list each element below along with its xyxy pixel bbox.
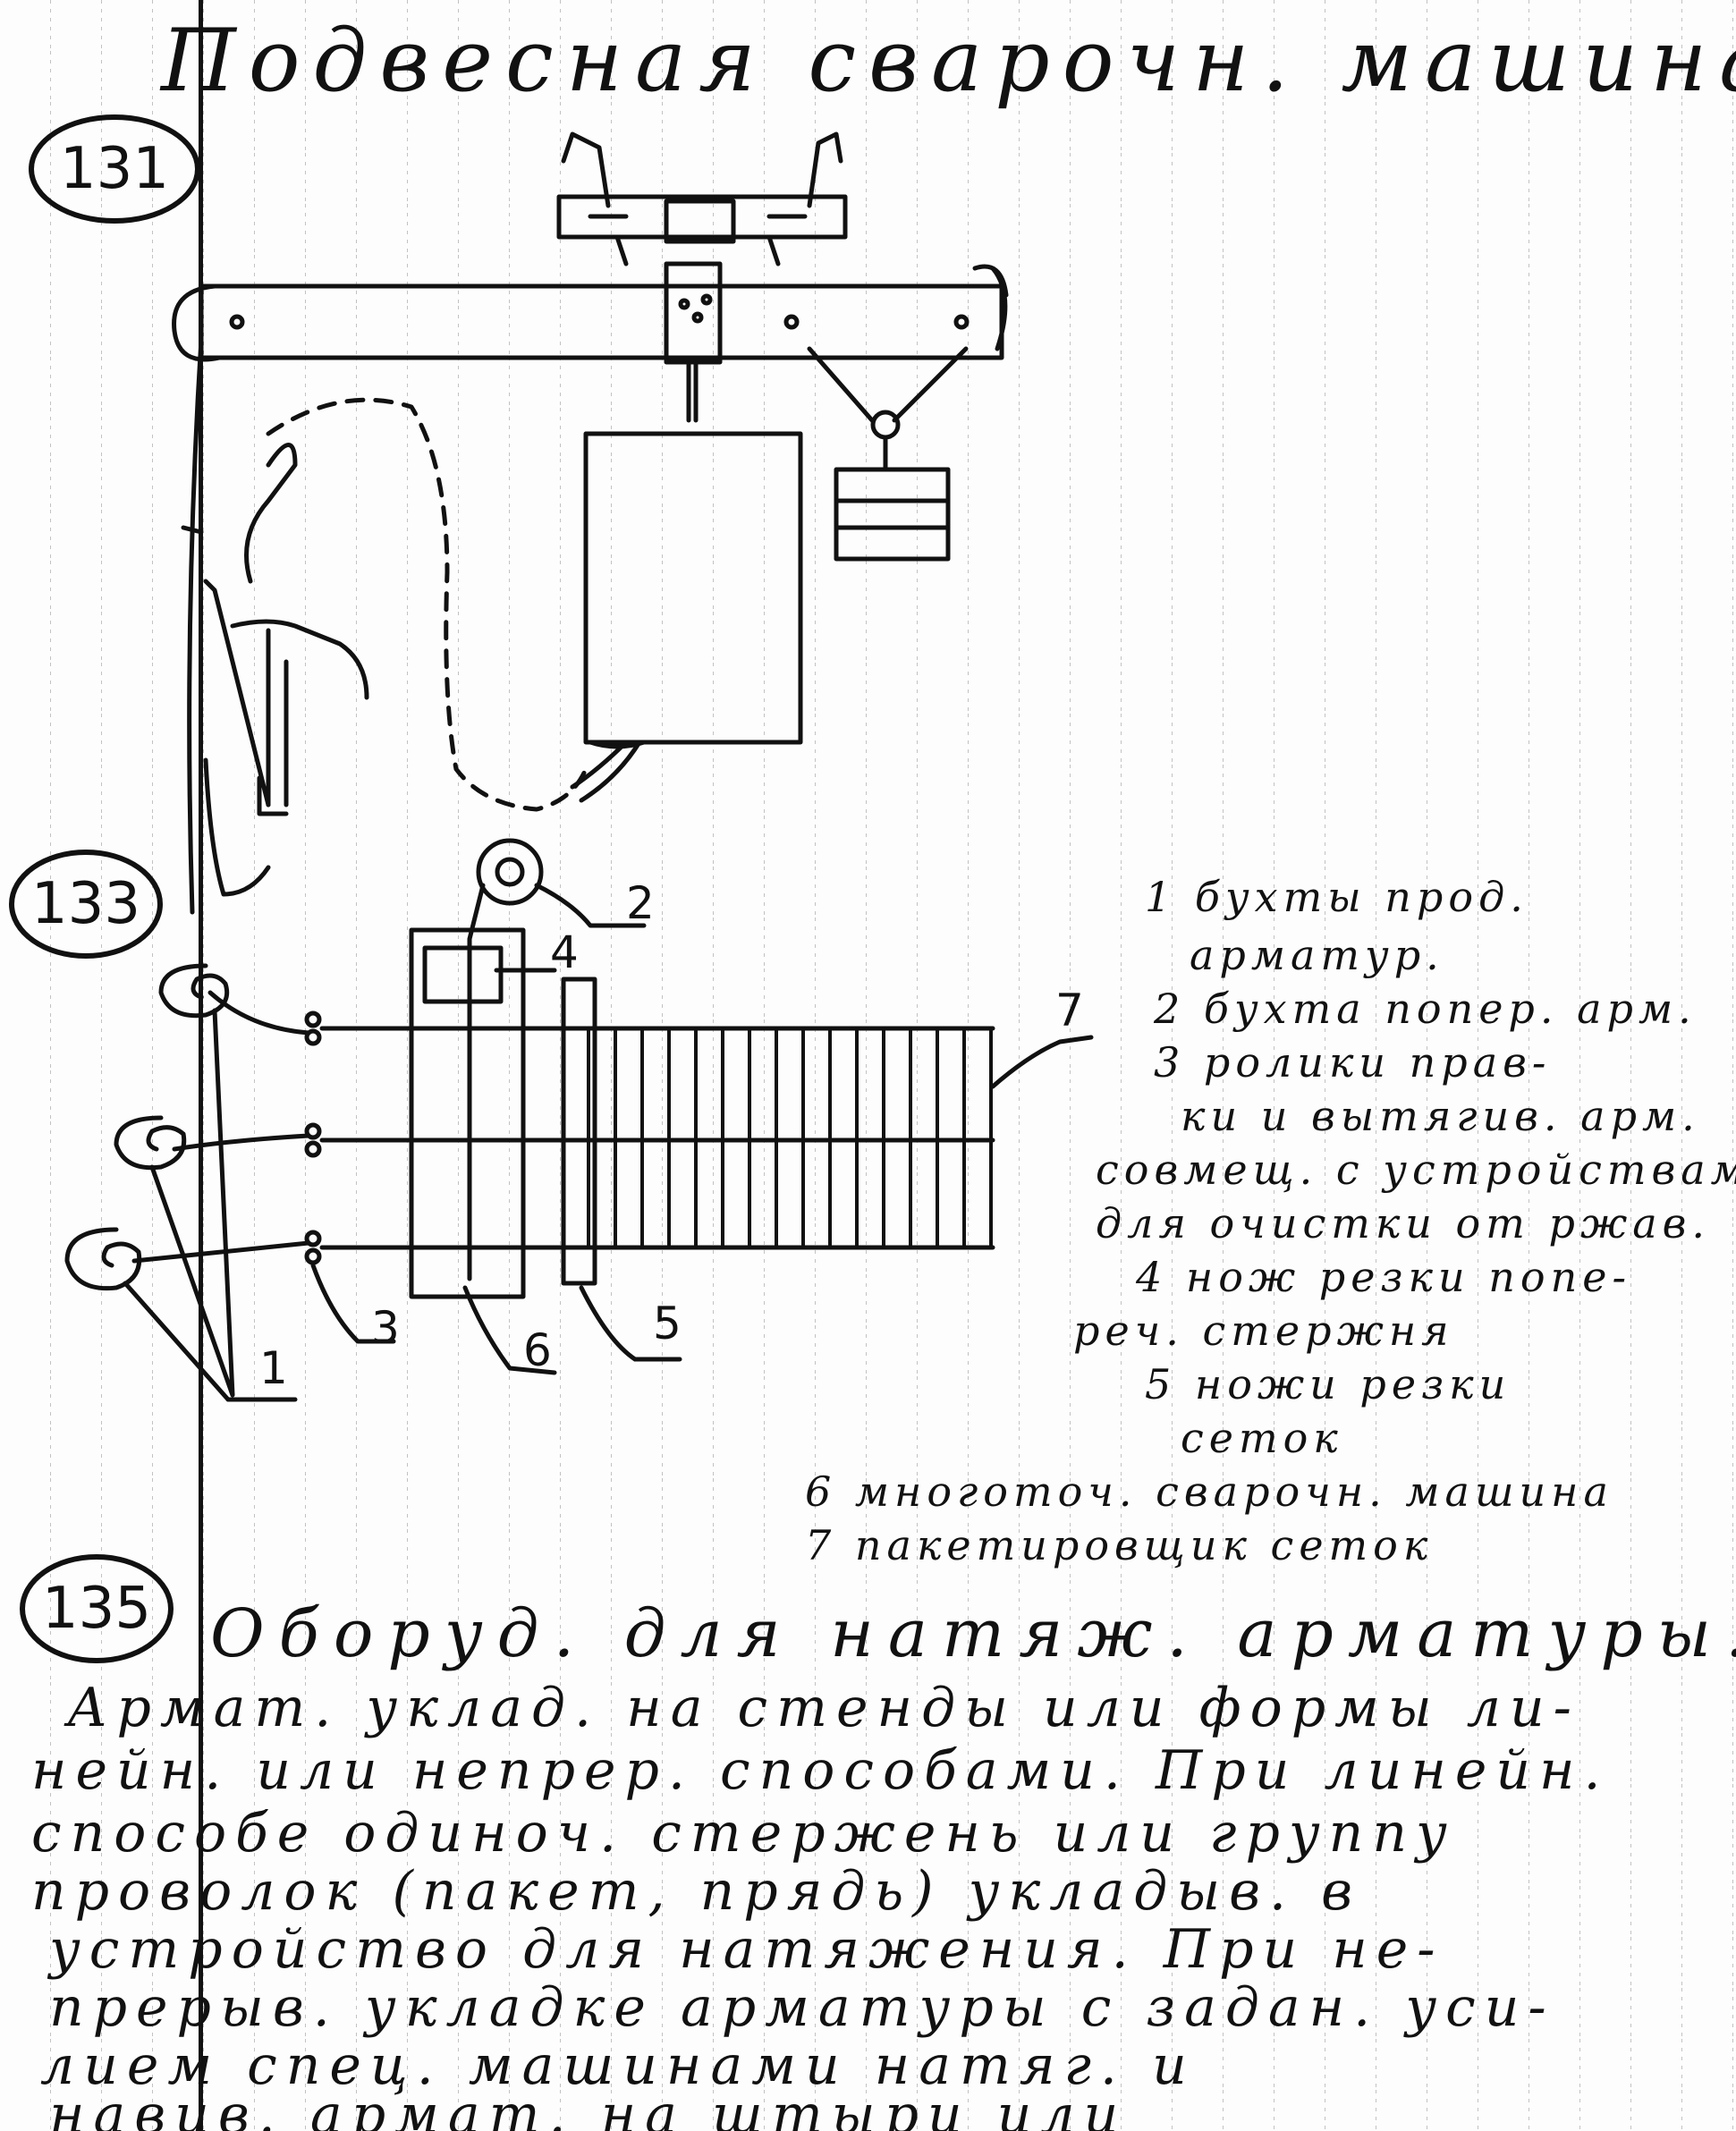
- suspended-welding-machine: [172, 131, 1009, 915]
- label-7: 7: [1055, 985, 1084, 1036]
- figure-number-131: 131: [29, 114, 200, 224]
- body-line: навив. армат. на штыри или: [49, 2084, 1128, 2131]
- body-line: проволок (пакет, прядь) укладыв. в: [31, 1860, 1362, 1923]
- label-6: 6: [523, 1324, 552, 1376]
- label-2: 2: [626, 877, 655, 929]
- label-1: 1: [259, 1342, 288, 1394]
- figure-number-135: 135: [20, 1554, 174, 1663]
- body-line: устройство для натяжения. При не-: [49, 1918, 1444, 1981]
- legend-line: 1 бухты прод.: [1145, 873, 1529, 921]
- body-line: лием спец. машинами натяг. и: [40, 2034, 1196, 2097]
- label-5: 5: [653, 1298, 682, 1349]
- body-line: нейн. или непрер. способами. При линейн.: [31, 1739, 1610, 1802]
- body-line: способе одиноч. стержень или группу: [31, 1802, 1456, 1865]
- legend-line: сеток: [1181, 1414, 1343, 1462]
- legend-line: 4 нож резки попе-: [1136, 1253, 1631, 1301]
- body-line: Армат. уклад. на стенды или формы ли-: [67, 1677, 1580, 1739]
- legend-line: арматур.: [1190, 931, 1444, 979]
- body-line: прерыв. укладке арматуры с задан. уси-: [49, 1976, 1555, 2039]
- legend-line: совмещ. с устройствами: [1096, 1146, 1736, 1194]
- legend-line: для очистки от ржав.: [1096, 1199, 1711, 1247]
- page-title: Подвесная сварочн. машина: [161, 11, 1736, 111]
- legend-line: 2 бухта попер. арм.: [1154, 985, 1697, 1033]
- label-4: 4: [550, 926, 579, 978]
- legend-line: 3 ролики прав-: [1154, 1038, 1552, 1087]
- mesh-welding-line: [64, 838, 1094, 1402]
- legend-line: 5 ножи резки: [1145, 1360, 1512, 1408]
- legend-line: 6 многоточ. сварочн. машина: [805, 1467, 1613, 1516]
- legend-line: ки и вытягив. арм.: [1181, 1092, 1700, 1140]
- legend-line: реч. стержня: [1073, 1307, 1454, 1355]
- section-heading: Оборуд. для натяж. арматуры.: [210, 1595, 1736, 1672]
- margin-line: [199, 0, 203, 2131]
- legend-line: 7 пакетировщик сеток: [805, 1521, 1434, 1569]
- label-3: 3: [371, 1302, 400, 1354]
- figure-number-133: 133: [9, 850, 163, 959]
